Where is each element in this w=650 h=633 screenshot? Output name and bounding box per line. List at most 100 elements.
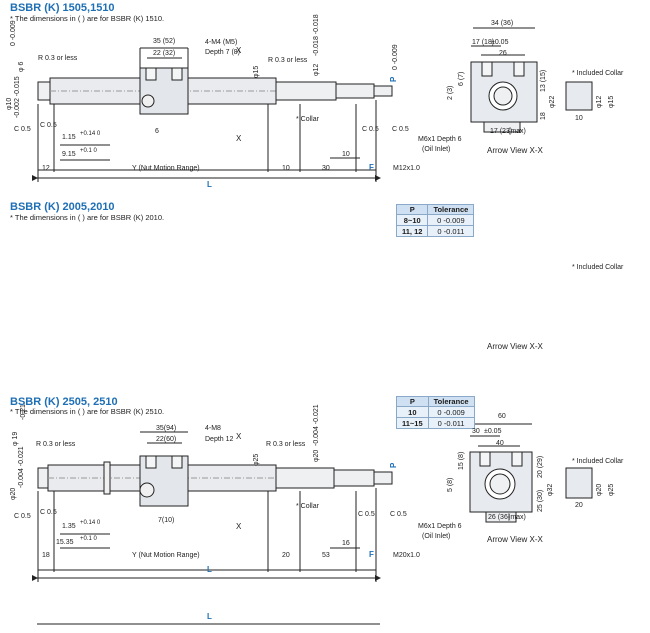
- dia20-label: φ20: [10, 487, 17, 500]
- view1-arrow-view: Arrow View X-X: [487, 146, 543, 155]
- tol-table1-row2-tol: 0 -0.011: [427, 225, 475, 237]
- arrow-view-1: [470, 27, 538, 133]
- f-mark-3: F: [369, 550, 374, 559]
- dia20-tol: -0.004 -0.021: [18, 446, 25, 488]
- p-mark-3: P: [389, 462, 398, 468]
- dim-30-label: 30: [322, 165, 330, 172]
- dim-12-label: 12: [42, 165, 50, 172]
- view1-oil-inlet: (Oil Inlet): [422, 146, 451, 153]
- collar1-title: * Included Collar: [572, 70, 624, 77]
- view1-dim-22: φ22: [549, 95, 556, 108]
- dim-22-label: 22 (32): [153, 50, 176, 57]
- tol-table1-row1-p: 8~10: [395, 214, 429, 226]
- view1-dim-34: 34 (36): [491, 20, 514, 27]
- dim-10b-label: 10: [282, 165, 290, 172]
- dim-7-label-3: 7(10): [158, 517, 175, 524]
- dim-9-15-tol: +0.1 0: [80, 148, 97, 154]
- view1-oil-tap: M6x1 Depth 6: [418, 136, 462, 143]
- dim-9-15-label: 9.15: [62, 151, 76, 158]
- dia19-label: φ 19: [12, 431, 19, 446]
- chamfer-label-b: C 0.5: [40, 122, 57, 129]
- collar3-d1: φ20: [596, 483, 603, 496]
- dia19-tol: -0.21: [20, 404, 27, 420]
- tol-table1-header-tol: Tolerance: [427, 204, 475, 215]
- tol-table1-header-p: P: [395, 204, 429, 215]
- dim-22-label-3: 22(60): [156, 436, 177, 443]
- shaft-drawing-3: [32, 431, 393, 625]
- view1-dim-13: 13 (15): [540, 69, 547, 92]
- dim-20-label: 20: [282, 552, 290, 559]
- chamfer-label-3b: C 0.5: [40, 509, 57, 516]
- dia10-label: φ10: [6, 97, 13, 110]
- view3-dim-30: 30: [472, 428, 480, 435]
- chamfer-label-c: C 0.5: [362, 126, 379, 133]
- section-title-2005: BSBR (K) 2005,2010: [10, 201, 115, 213]
- view3-max: (max): [508, 514, 526, 521]
- dim-6-label: 6: [155, 128, 159, 135]
- collar-note-3: * Collar: [296, 503, 319, 510]
- tap-depth-label: Depth 7 (8): [205, 49, 241, 56]
- collar-1: [565, 81, 593, 111]
- view1-dim-26: 26: [499, 50, 507, 57]
- collar1-d2: φ15: [608, 95, 615, 108]
- tol-table3-row1-p: 10: [396, 406, 429, 418]
- f-mark-1: F: [369, 163, 374, 172]
- dim-1-15-label: 1.15: [62, 134, 76, 141]
- chamfer-label-3d: C 0.5: [390, 511, 407, 518]
- l-mark-3b: L: [207, 612, 212, 621]
- view3-arrow-view: Arrow View X-X: [487, 535, 543, 544]
- dia15-label: φ15: [253, 65, 260, 78]
- dia20b-label: φ20: [313, 449, 320, 462]
- radius-note-left: R 0.3 or less: [38, 55, 78, 62]
- section-title-1505: BSBR (K) 1505,1510: [10, 2, 115, 14]
- tol-table1-row2-p: 11, 12: [395, 225, 429, 237]
- collar3-title: * Included Collar: [572, 458, 624, 465]
- view3-dim-26: 26 (36): [488, 514, 511, 521]
- dim-35-label-3: 35(94): [156, 425, 177, 432]
- dim-10a-label: 10: [342, 151, 350, 158]
- view3-oil-inlet: (Oil Inlet): [422, 533, 451, 540]
- shaft-drawing-1: [32, 47, 393, 182]
- radius-note-left-3: R 0.3 or less: [36, 441, 76, 448]
- view1-dim-17-tol: ±0.05: [491, 39, 509, 46]
- dia6-label: φ 6: [18, 61, 25, 72]
- thread-label-1: M12x1.0: [393, 165, 420, 172]
- collar3-d2: φ25: [608, 483, 615, 496]
- p-mark-1: P: [389, 76, 398, 82]
- radius-note-right: R 0.3 or less: [268, 57, 308, 64]
- radius-note-right-3: R 0.3 or less: [266, 441, 306, 448]
- tap-label-3: 4-M8: [205, 425, 221, 432]
- nut-range-label-3: Y (Nut Motion Range): [132, 552, 200, 559]
- view1-dim-17: 17 (18): [472, 39, 495, 46]
- tol-table1-row1-tol: 0 -0.009: [427, 214, 475, 226]
- dim-16-label: 16: [342, 540, 350, 547]
- dia25-label: φ25: [253, 453, 260, 466]
- tol-table3-header-tol: Tolerance: [427, 396, 475, 407]
- nut-range-label-1: Y (Nut Motion Range): [132, 165, 200, 172]
- chamfer-label-a: C 0.5: [14, 126, 31, 133]
- view3-dim-60: 60: [498, 413, 506, 420]
- section-note-1505: * The dimensions in ( ) are for BSBR (K)…: [10, 14, 165, 23]
- x-mark-bottom-3: X: [236, 522, 242, 531]
- dim-18-label: 18: [42, 552, 50, 559]
- view3-dim-15: 15 (8): [458, 451, 465, 470]
- view3-dim-20: 20 (29): [537, 455, 544, 478]
- dim-15-35-label: 15.35: [56, 539, 74, 546]
- chamfer-label-3a: C 0.5: [14, 513, 31, 520]
- dia12-label: φ12: [313, 63, 320, 76]
- dia12-tol: -0.018 -0.018: [313, 14, 320, 56]
- thread-label-3: M20x1.0: [393, 552, 420, 559]
- dim-1-15-tol: +0.14 0: [80, 131, 101, 137]
- collar1-d1: φ12: [596, 95, 603, 108]
- collar3-width: 20: [575, 502, 583, 509]
- collar1-width: 10: [575, 115, 583, 122]
- section-title-2505: BSBR (K) 2505, 2510: [10, 396, 118, 408]
- dim-1-35-tol: +0.14 0: [80, 520, 101, 526]
- tap-label: 4-M4 (M5): [205, 39, 238, 46]
- dia20b-tol: -0.004 -0.021: [313, 404, 320, 446]
- view1-max: (max): [508, 128, 526, 135]
- view2-arrow-view: Arrow View X-X: [487, 342, 543, 351]
- chamfer-label-d: C 0.5: [392, 126, 409, 133]
